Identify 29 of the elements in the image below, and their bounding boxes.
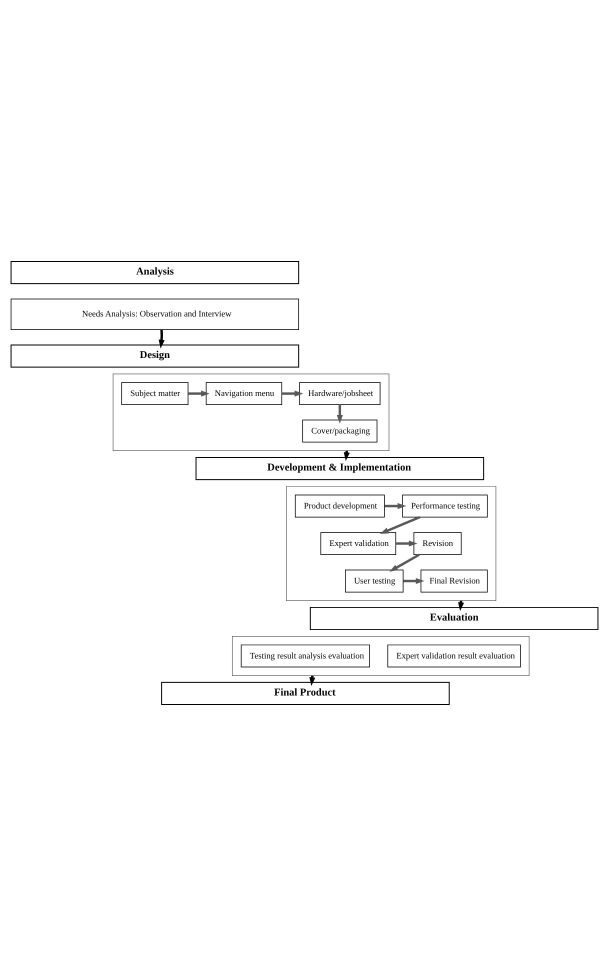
node-box: Product development — [294, 494, 385, 517]
cluster — [112, 373, 390, 451]
node-box: Testing result analysis evaluation — [240, 644, 370, 667]
arrow — [384, 502, 406, 509]
arrow — [336, 404, 343, 424]
node-box: Analysis — [10, 260, 300, 284]
node-box: Expert validation — [320, 532, 396, 554]
arrow — [403, 578, 424, 584]
node-box: Cover/packaging — [302, 419, 378, 442]
node-box: Evaluation — [310, 606, 598, 630]
node-box: Expert validation result evaluation — [387, 644, 521, 667]
arrow — [282, 390, 304, 396]
node-box: Revision — [414, 532, 462, 554]
node-box: Subject matter — [121, 382, 188, 405]
node-box: User testing — [345, 569, 404, 592]
arrow — [389, 553, 420, 572]
arrow — [188, 390, 210, 396]
node-box: Performance testing — [402, 494, 488, 517]
arrow — [396, 540, 418, 546]
node-box: Navigation menu — [206, 382, 282, 405]
cluster — [232, 636, 530, 676]
node-box: Development & Implementation — [196, 456, 484, 480]
arrow — [158, 329, 165, 348]
node-box: Final Revision — [420, 569, 488, 592]
node-box: Design — [10, 344, 300, 368]
node-box: Hardware/jobsheet — [299, 382, 380, 405]
node-box: Final Product — [161, 681, 450, 705]
node-box: Needs Analysis: Observation and Interview — [10, 298, 300, 330]
cluster — [286, 486, 496, 600]
